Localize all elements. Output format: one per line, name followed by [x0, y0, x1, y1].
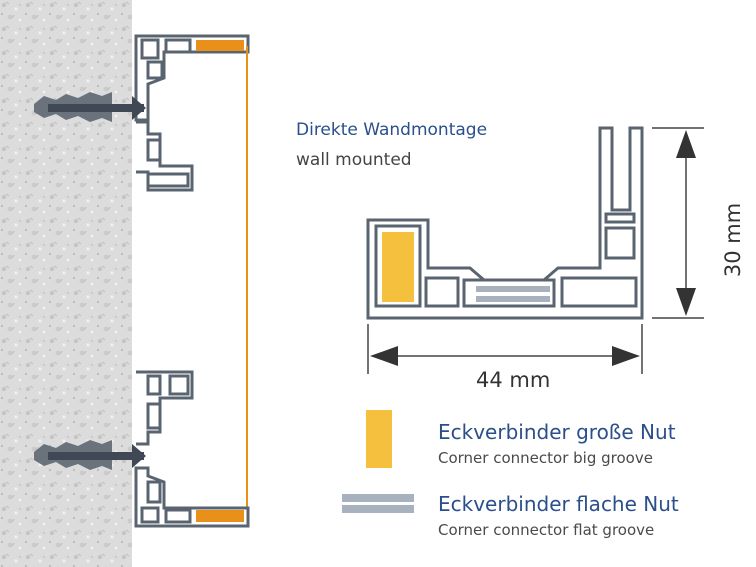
cross-section-big-groove: [382, 232, 414, 302]
bottom-orange-insert: [196, 510, 244, 522]
width-dimension: [367, 324, 643, 374]
legend-flat-groove-swatch-bottom: [342, 505, 414, 513]
wall-profile-bottom: [134, 370, 250, 528]
wall-anchor-bottom: [34, 440, 146, 470]
cross-section-flat-groove-bottom: [476, 296, 550, 302]
wall-profile-top: [134, 34, 250, 192]
legend-flat-groove-swatch-top: [342, 494, 414, 502]
width-label: 44 mm: [476, 368, 551, 392]
mount-title-de: Direkte Wandmontage: [296, 120, 488, 140]
wall: [0, 0, 132, 567]
legend-big-groove-en: Corner connector big groove: [438, 449, 653, 467]
height-label: 30 mm: [721, 202, 745, 278]
mount-title-en: wall mounted: [296, 150, 412, 170]
legend-big-groove-swatch: [366, 410, 392, 468]
cross-section-profile: [366, 126, 644, 320]
legend-big-groove-de: Eckverbinder große Nut: [438, 420, 676, 444]
cross-section-flat-groove-top: [476, 286, 550, 292]
legend-flat-groove-de: Eckverbinder flache Nut: [438, 492, 679, 516]
wall-anchor-top: [34, 92, 146, 122]
legend-flat-groove-en: Corner connector flat groove: [438, 521, 655, 539]
height-dimension: [652, 127, 704, 319]
top-orange-insert: [196, 40, 244, 51]
